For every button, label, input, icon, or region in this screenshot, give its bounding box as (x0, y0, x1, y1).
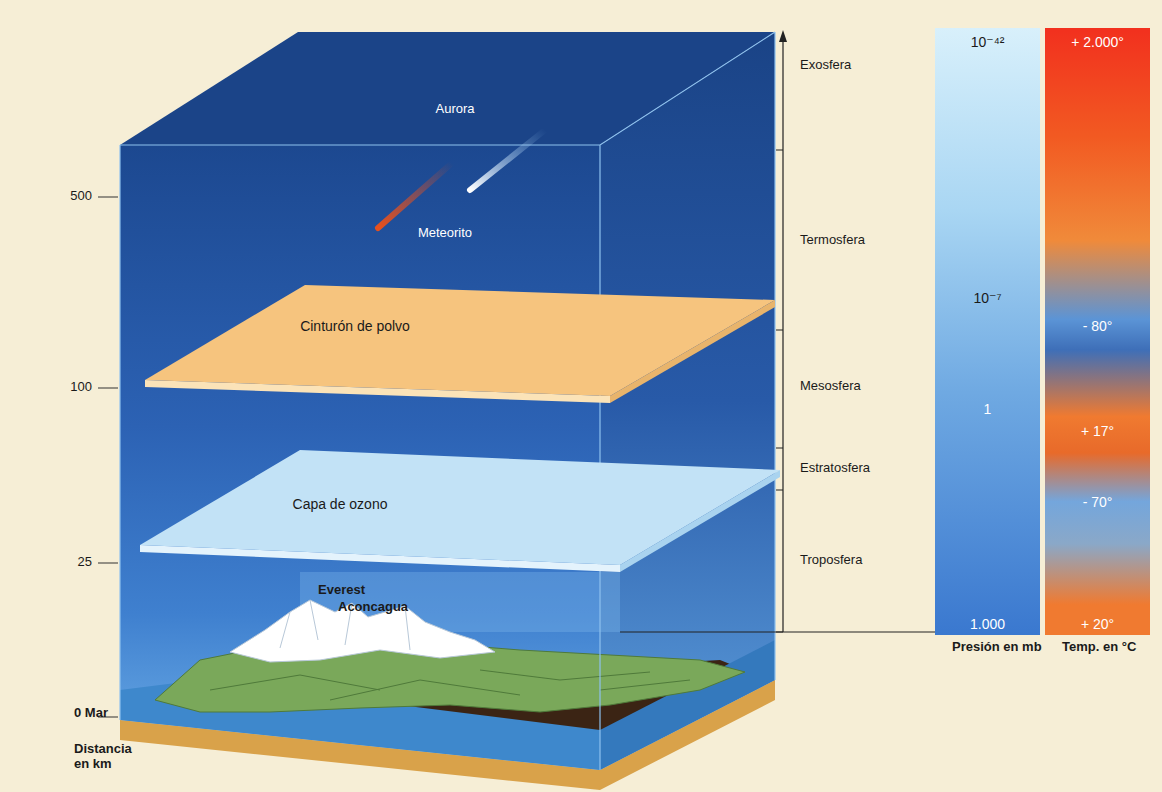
scale-caption: Temp. en °C (1062, 640, 1134, 655)
layer-name: Estratosfera (800, 461, 910, 476)
band-face (145, 285, 775, 396)
ground-level-line (620, 632, 935, 633)
pressure-scale: 10⁻⁴² 10⁻⁷ 1 1.000Presión en mb (935, 28, 1040, 688)
band-shape (135, 448, 785, 574)
dust-belt-band: Cinturón de polvo (140, 280, 780, 404)
meteor-white (470, 130, 545, 190)
scale-caption: Presión en mb (952, 640, 1024, 655)
scale-value: + 20° (1045, 616, 1150, 632)
scale-value: + 2.000° (1045, 34, 1150, 50)
layer-name: Termosfera (800, 233, 910, 248)
layer-bracket (776, 40, 783, 632)
scale-value: 10⁻⁷ (935, 290, 1040, 306)
temperature-scale: + 2.000° - 80° + 17° - 70° + 20° Temp. en °C (1045, 28, 1150, 688)
band-face (610, 300, 775, 403)
scale-bar (935, 28, 1040, 635)
scale-value: + 17° (1045, 423, 1150, 439)
phenomenon-label: Aurora (415, 102, 495, 117)
phenomenon-label: Meteorito (400, 226, 490, 241)
box-edges (120, 32, 775, 770)
peak-label: Everest (318, 583, 388, 598)
scale-value: 10⁻⁴² (935, 34, 1040, 50)
band-face (620, 470, 780, 572)
band-face (140, 450, 780, 565)
altitude-value: 100 (50, 380, 92, 395)
altitude-value: 500 (50, 189, 92, 204)
ozone-layer-band: Capa de ozono (135, 448, 785, 574)
sea-level-label: 0 Mar (74, 706, 108, 721)
layer-name: Exosfera (800, 58, 910, 73)
layer-name: Troposfera (800, 553, 910, 568)
mountains (230, 600, 495, 662)
bracket-arrow (779, 30, 787, 42)
scale-value: 1 (935, 401, 1040, 417)
peak-label: Aconcagua (338, 600, 428, 615)
axis-ticks (98, 197, 118, 717)
land-ridges (210, 670, 690, 700)
meteor-orange (378, 163, 452, 228)
altitude-value: 25 (50, 555, 92, 570)
layer-name: Mesosfera (800, 379, 910, 394)
scale-value: - 80° (1045, 318, 1150, 334)
axis-caption: Distancia en km (74, 742, 138, 772)
band-name: Cinturón de polvo (230, 318, 480, 334)
band-name: Capa de ozono (220, 496, 460, 512)
scale-value: 1.000 (935, 616, 1040, 632)
band-shape (140, 280, 780, 404)
scale-value: - 70° (1045, 494, 1150, 510)
